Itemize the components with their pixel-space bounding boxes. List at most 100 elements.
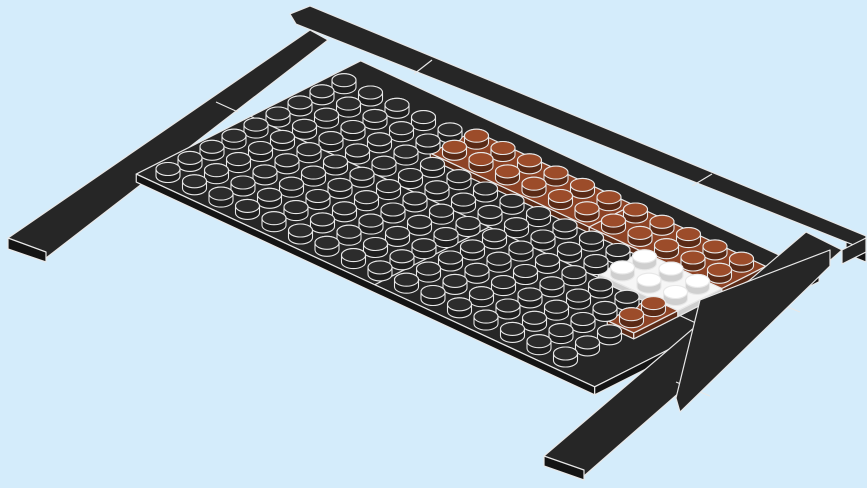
white-stud (637, 273, 661, 293)
dark-stud (244, 118, 268, 138)
white-stud (633, 250, 657, 270)
dark-stud (262, 212, 286, 232)
dark-stud (319, 132, 343, 152)
dark-stud (337, 225, 361, 245)
dark-stud (589, 278, 613, 298)
dark-stud (315, 236, 339, 256)
brown-stud (597, 191, 621, 211)
dark-stud (412, 111, 436, 131)
dark-stud (430, 204, 454, 224)
dark-stud (200, 140, 224, 160)
dark-stud (328, 178, 352, 198)
dark-stud (448, 298, 472, 318)
brown-stud (443, 140, 467, 160)
dark-stud (386, 226, 410, 246)
dark-stud (346, 144, 370, 164)
brown-stud (624, 203, 648, 223)
brown-stud (575, 202, 599, 222)
dark-stud (324, 155, 348, 175)
dark-stud (567, 289, 591, 309)
dark-stud (395, 273, 419, 293)
dark-stud (293, 119, 317, 139)
dark-stud (306, 190, 330, 210)
dark-stud (394, 145, 418, 165)
dark-stud (390, 122, 414, 142)
dark-stud (531, 230, 555, 250)
dark-stud (368, 133, 392, 153)
dark-stud (381, 203, 405, 223)
dark-stud (280, 177, 304, 197)
dark-stud (434, 228, 458, 248)
dark-stud (399, 169, 423, 189)
dark-stud (302, 166, 326, 186)
dark-stud (615, 290, 639, 310)
dark-stud (496, 299, 520, 319)
dark-stud (509, 241, 533, 261)
white-stud (686, 274, 710, 294)
dark-stud (372, 156, 396, 176)
brown-stud (544, 166, 568, 186)
dark-stud (337, 97, 361, 117)
dark-stud (332, 74, 356, 94)
dark-stud (368, 261, 392, 281)
dark-stud (284, 201, 308, 221)
dark-stud (536, 253, 560, 273)
dark-stud (275, 154, 299, 174)
dark-stud (439, 251, 463, 271)
dark-stud (571, 313, 595, 333)
dark-stud (311, 213, 335, 233)
dark-stud (416, 134, 440, 154)
dark-stud (456, 217, 480, 237)
brown-stud (491, 142, 515, 162)
brown-stud (571, 178, 595, 198)
dark-stud (474, 182, 498, 202)
dark-stud (470, 287, 494, 307)
dark-stud (359, 214, 383, 234)
brown-stud (469, 153, 493, 173)
dark-stud (483, 229, 507, 249)
dark-stud (461, 240, 485, 260)
dark-stud (289, 224, 313, 244)
dark-stud (501, 322, 525, 342)
dark-stud (403, 192, 427, 212)
dark-stud (390, 250, 414, 270)
dark-stud (310, 85, 334, 105)
dark-stud (593, 301, 617, 321)
dark-stud (580, 231, 604, 251)
brown-stud (708, 263, 732, 283)
dark-stud (562, 266, 586, 286)
dark-stud (514, 265, 538, 285)
dark-stud (350, 167, 374, 187)
dark-stud (408, 215, 432, 235)
dark-stud (359, 86, 383, 106)
brown-stud (655, 239, 679, 259)
brown-stud (522, 177, 546, 197)
dark-stud (363, 109, 387, 129)
dark-stud (518, 288, 542, 308)
dark-stud (205, 164, 229, 184)
brown-stud (650, 215, 674, 235)
white-stud (659, 262, 683, 282)
dark-stud (222, 129, 246, 149)
dark-stud (576, 336, 600, 356)
dark-stud (492, 276, 516, 296)
dark-stud (178, 151, 202, 171)
dark-stud (500, 194, 524, 214)
dark-stud (377, 180, 401, 200)
dark-stud (447, 170, 471, 190)
white-stud (664, 286, 688, 306)
brown-stud (465, 129, 489, 149)
brown-stud (642, 297, 666, 317)
brown-stud (549, 190, 573, 210)
dark-stud (558, 242, 582, 262)
dark-stud (258, 188, 282, 208)
dark-stud (183, 175, 207, 195)
dark-stud (385, 98, 409, 118)
dark-stud (253, 165, 277, 185)
dark-stud (606, 244, 630, 264)
dark-stud (505, 218, 529, 238)
dark-stud (227, 153, 251, 173)
dark-stud (364, 238, 388, 258)
dark-stud (425, 181, 449, 201)
